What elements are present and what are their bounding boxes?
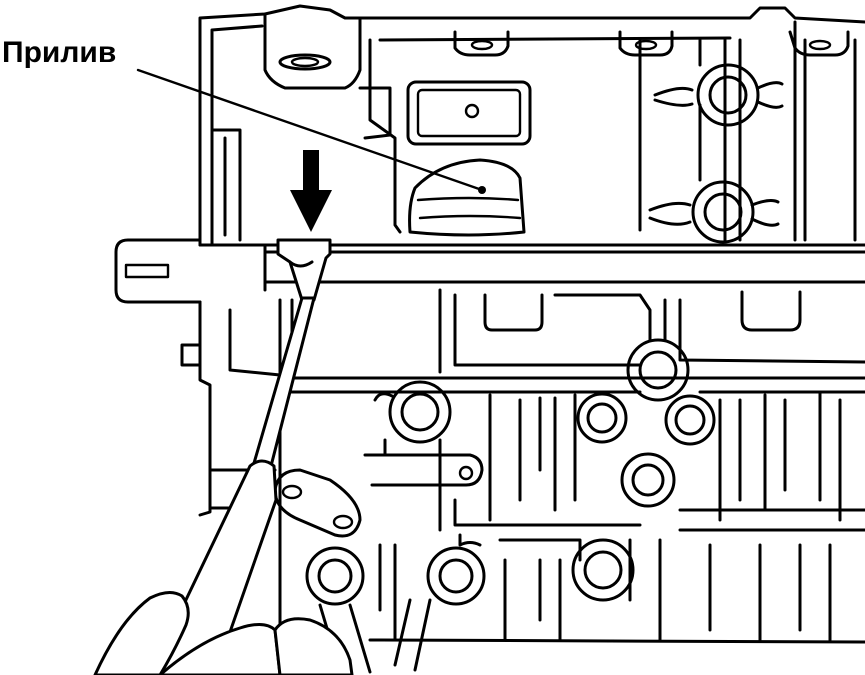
upper-casting bbox=[198, 4, 865, 247]
inner-pocket bbox=[368, 36, 742, 242]
top-tabs bbox=[453, 30, 850, 57]
lower-block bbox=[180, 298, 865, 642]
block-pockets bbox=[438, 288, 865, 374]
callout-label: Прилив bbox=[2, 36, 117, 69]
lower-bolt-bosses bbox=[305, 338, 716, 606]
down-arrow-icon bbox=[290, 150, 332, 232]
upper-bolt-bosses bbox=[648, 63, 784, 244]
rect-recess bbox=[406, 80, 532, 146]
lug-boss bbox=[408, 158, 526, 237]
bracket-plate bbox=[273, 453, 484, 538]
left-dowel bbox=[114, 238, 202, 304]
hand bbox=[93, 591, 354, 675]
callout-leader-line bbox=[136, 68, 484, 192]
right-ribs bbox=[793, 20, 857, 242]
top-boss bbox=[278, 53, 332, 71]
lower-ribs bbox=[318, 390, 865, 674]
